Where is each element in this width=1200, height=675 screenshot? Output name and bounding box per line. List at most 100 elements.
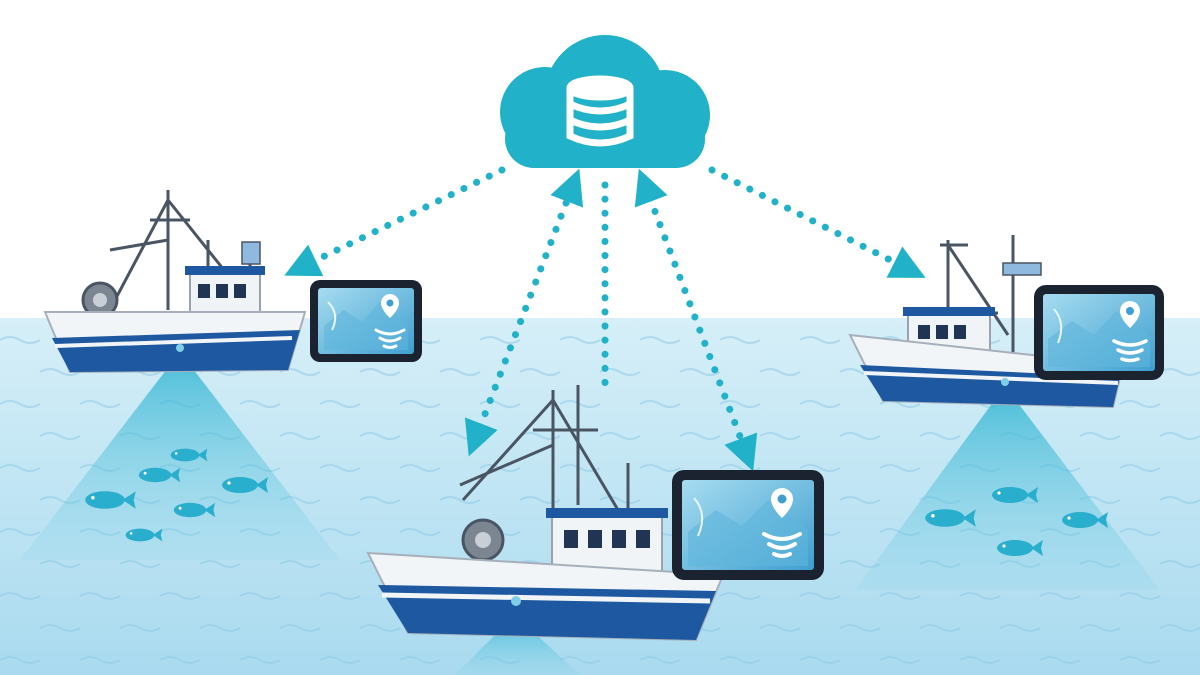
wave: [399, 656, 441, 664]
wave: [319, 400, 361, 408]
wave: [319, 656, 361, 664]
wave: [0, 528, 41, 536]
wave: [1119, 592, 1161, 600]
wave: [1159, 496, 1200, 504]
wave: [239, 592, 281, 600]
wave: [1119, 464, 1161, 472]
tablet-right: [1034, 285, 1164, 380]
wave: [1159, 432, 1200, 440]
wave: [799, 400, 841, 408]
wave: [1039, 592, 1081, 600]
wave: [799, 336, 841, 344]
wave: [0, 336, 41, 344]
wave: [1079, 624, 1121, 632]
sonar-beam-center: [455, 615, 580, 675]
map-pin-icon: [771, 488, 793, 518]
wave: [959, 592, 1001, 600]
wave: [1159, 560, 1200, 568]
fish-icon: [170, 448, 208, 462]
wave: [599, 432, 641, 440]
wave: [399, 400, 441, 408]
link-cloud-to-right-boat: [708, 166, 926, 278]
wave: [359, 368, 401, 376]
sonar-waves-icon: [1112, 339, 1148, 363]
wave: [199, 624, 241, 632]
wave: [359, 624, 401, 632]
link-cloud-to-left-boat: [284, 166, 506, 277]
wave: [839, 496, 881, 504]
fishing-boat-left: [43, 190, 307, 374]
wave: [639, 656, 681, 664]
wave: [839, 624, 881, 632]
wave: [79, 400, 121, 408]
wave: [879, 592, 921, 600]
wave: [39, 560, 81, 568]
wave: [159, 656, 201, 664]
link-center-boat-left: [464, 168, 584, 457]
fish-school: [85, 448, 1108, 556]
wave: [319, 592, 361, 600]
wave: [319, 464, 361, 472]
wave: [279, 624, 321, 632]
wave: [239, 400, 281, 408]
fish-icon: [173, 502, 216, 518]
cloud-database-icon: [500, 35, 710, 168]
wave: [39, 368, 81, 376]
wave: [1079, 432, 1121, 440]
tablet-left: [310, 280, 422, 362]
sonar-waves-icon: [374, 328, 406, 349]
fish-icon: [992, 487, 1038, 503]
wave: [79, 656, 121, 664]
fish-icon: [925, 509, 976, 527]
wave: [1159, 368, 1200, 376]
wave: [0, 464, 41, 472]
wave: [879, 656, 921, 664]
sonar-waves-icon: [762, 532, 802, 558]
wave: [279, 560, 321, 568]
wave: [999, 624, 1041, 632]
wave: [599, 496, 641, 504]
wave: [799, 464, 841, 472]
tablet-center: [672, 470, 824, 580]
wave: [1119, 528, 1161, 536]
wave: [919, 432, 961, 440]
wave: [1159, 624, 1200, 632]
wave: [1039, 656, 1081, 664]
wave: [159, 592, 201, 600]
wave: [199, 560, 241, 568]
fish-icon: [997, 540, 1043, 556]
wave: [719, 656, 761, 664]
wave: [279, 432, 321, 440]
wave: [839, 432, 881, 440]
wave: [919, 624, 961, 632]
wave: [359, 432, 401, 440]
wave: [439, 496, 481, 504]
fish-icon: [222, 477, 268, 493]
wave: [79, 592, 121, 600]
database-icon: [566, 75, 634, 147]
wave: [1119, 656, 1161, 664]
wave: [759, 624, 801, 632]
wave: [759, 432, 801, 440]
fish-icon: [125, 528, 163, 542]
wave: [39, 432, 81, 440]
fish-icon: [138, 467, 181, 483]
wave: [959, 656, 1001, 664]
wave: [119, 560, 161, 568]
wave: [359, 496, 401, 504]
fish-icon: [85, 491, 136, 509]
wave: [0, 400, 41, 408]
map-pin-icon: [381, 294, 399, 318]
wave: [0, 656, 41, 664]
wave: [799, 592, 841, 600]
wave: [319, 528, 361, 536]
wave: [799, 656, 841, 664]
wave: [1119, 400, 1161, 408]
wave: [119, 624, 161, 632]
wave: [759, 368, 801, 376]
wave: [719, 592, 761, 600]
link-center-boat-right: [634, 168, 758, 472]
wave: [399, 528, 441, 536]
wave: [0, 592, 41, 600]
